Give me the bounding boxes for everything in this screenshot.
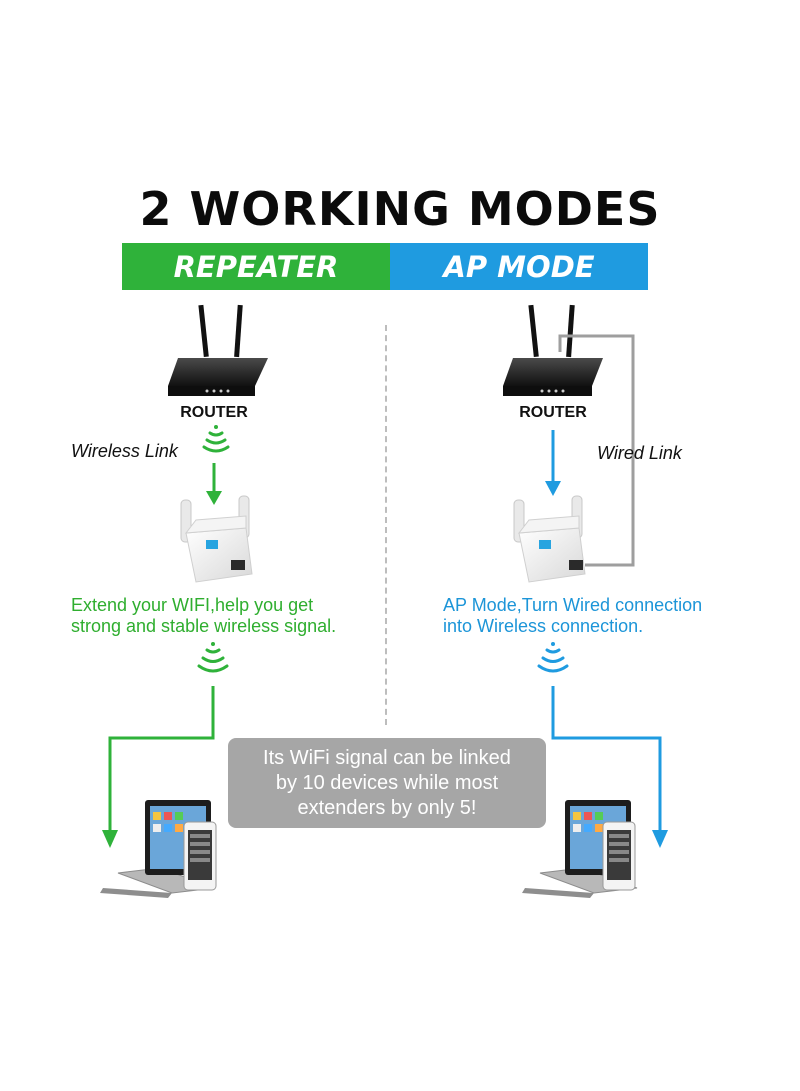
arrow-down-icon-right-devices bbox=[551, 686, 668, 848]
router-icon-left bbox=[168, 304, 268, 396]
wifi-signal-icon-left-bottom bbox=[197, 642, 229, 673]
tab-ap-mode: AP MODE bbox=[390, 243, 648, 290]
router-label-left: ROUTER bbox=[180, 404, 248, 421]
repeater-caption-line2: strong and stable wireless signal. bbox=[71, 616, 337, 636]
arrow-down-icon-left-devices bbox=[102, 686, 215, 848]
arrow-down-icon-right bbox=[545, 430, 561, 496]
repeater-caption: Extend your WIFI,help you get strong and… bbox=[71, 595, 336, 637]
ap-caption-line1: AP Mode,Turn Wired connection bbox=[443, 595, 703, 615]
devices-group-left bbox=[100, 800, 217, 898]
extender-icon-left bbox=[180, 495, 253, 583]
callout-line3: extenders by only 5! bbox=[297, 796, 477, 819]
router-label-right: ROUTER bbox=[519, 404, 587, 421]
phone-icon-left bbox=[183, 821, 217, 891]
tab-repeater: REPEATER bbox=[122, 243, 390, 290]
wired-link-cable bbox=[558, 334, 635, 567]
devices-group-right bbox=[522, 800, 638, 898]
extender-icon-right bbox=[513, 495, 586, 583]
divider bbox=[385, 325, 387, 725]
arrow-down-icon-left bbox=[206, 463, 222, 505]
ap-caption-line2: into Wireless connection. bbox=[443, 616, 644, 636]
router-icon-right bbox=[503, 304, 603, 396]
ap-caption: AP Mode,Turn Wired connection into Wirel… bbox=[443, 595, 702, 637]
wireless-link-label: Wireless Link bbox=[71, 441, 178, 461]
callout-line2: by 10 devices while most bbox=[275, 771, 499, 794]
callout-line1: Its WiFi signal can be linked bbox=[263, 746, 511, 769]
phone-icon-right bbox=[602, 821, 636, 891]
repeater-caption-line1: Extend your WIFI,help you get bbox=[71, 595, 314, 615]
page-title: 2 WORKING MODES bbox=[139, 182, 661, 236]
wired-link-label: Wired Link bbox=[597, 443, 682, 463]
devices-callout: Its WiFi signal can be linked by 10 devi… bbox=[228, 738, 546, 828]
wifi-signal-icon-left-top bbox=[202, 425, 230, 453]
wifi-signal-icon-right-bottom bbox=[537, 642, 569, 673]
